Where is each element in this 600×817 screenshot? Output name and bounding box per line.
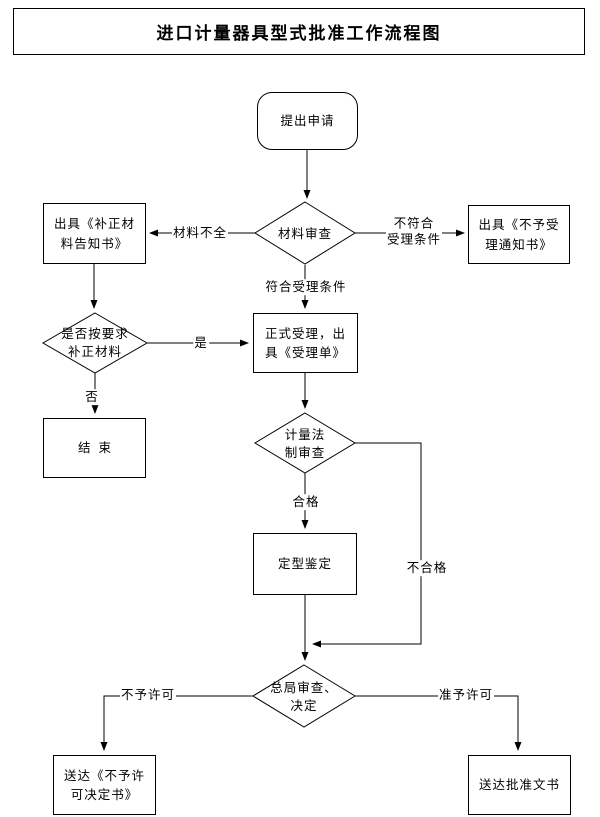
edge-label-fail: 不合格 bbox=[405, 560, 449, 576]
edge-label-pass: 合格 bbox=[291, 494, 321, 510]
node-end: 结束 bbox=[43, 418, 146, 478]
edge-label-yes: 是 bbox=[193, 335, 209, 351]
edge-deny bbox=[100, 695, 253, 751]
title-box: 进口计量器具型式批准工作流程图 bbox=[13, 8, 585, 55]
node-start: 提出申请 bbox=[257, 92, 358, 150]
diamond-legal-review-shape bbox=[254, 412, 356, 474]
node-issue-supplement-notice: 出具《补正材 料告知书》 bbox=[43, 203, 146, 264]
edge-fail bbox=[312, 442, 422, 648]
diamond-legal-review-label: 计量法 制审查 bbox=[284, 426, 326, 460]
diamond-material-review-shape bbox=[254, 201, 356, 265]
edge-label-eligible: 符合受理条件 bbox=[264, 279, 348, 295]
node-deliver-denial: 送达《不予许 可决定书》 bbox=[53, 755, 156, 815]
diamond-final-decision-label: 总局审查、 决定 bbox=[270, 679, 338, 713]
edge-label-no: 否 bbox=[84, 389, 100, 405]
edge-label-not-eligible: 不符合 受理条件 bbox=[385, 215, 443, 247]
edge-grant bbox=[355, 695, 522, 751]
edge-label-incomplete: 材料不全 bbox=[171, 225, 229, 241]
diamond-final-decision-shape bbox=[252, 664, 356, 728]
node-deliver-approval: 送达批准文书 bbox=[468, 755, 571, 815]
edge-label-deny: 不予许可 bbox=[119, 687, 177, 703]
edge-label-grant: 准予许可 bbox=[437, 687, 495, 703]
node-type-evaluation: 定型鉴定 bbox=[253, 533, 357, 595]
page-title: 进口计量器具型式批准工作流程图 bbox=[156, 24, 442, 44]
node-formal-acceptance: 正式受理，出 具《受理单》 bbox=[253, 313, 358, 373]
diamond-supplement-check-shape bbox=[41, 312, 149, 374]
node-issue-rejection-notice: 出具《不予受 理通知书》 bbox=[468, 205, 570, 264]
diamond-material-review-label: 材料审查 bbox=[277, 225, 333, 241]
diamond-supplement-check-label: 是否按要求 补正材料 bbox=[61, 325, 129, 359]
